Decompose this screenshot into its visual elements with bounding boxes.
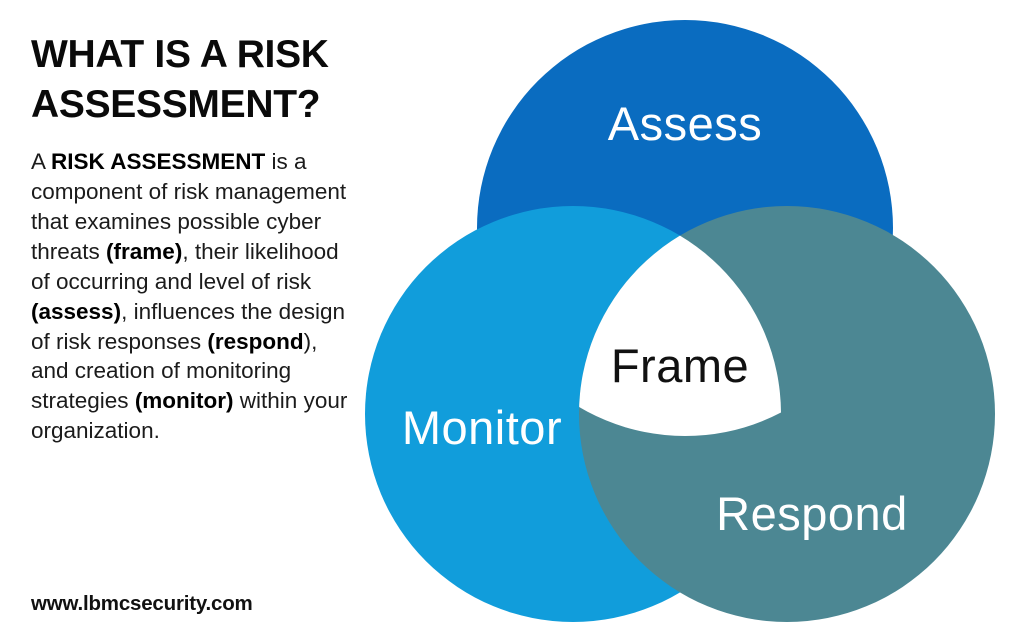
- body-text: A: [31, 149, 52, 175]
- body-emphasis: (frame): [106, 238, 183, 264]
- body-emphasis: (assess): [31, 298, 122, 324]
- venn-label-frame: Frame: [611, 339, 749, 392]
- venn-label-respond: Respond: [716, 487, 908, 540]
- venn-label-assess: Assess: [608, 97, 763, 150]
- body-text: , their likelihood of occurring and leve…: [31, 238, 339, 294]
- body-text: is a component of risk management that e…: [31, 149, 347, 264]
- text-column: WHAT IS A RISK ASSESSMENT? A RISK ASSESS…: [31, 30, 361, 446]
- page-title: WHAT IS A RISK ASSESSMENT?: [31, 33, 329, 126]
- body-emphasis: (respond: [207, 328, 304, 354]
- venn-label-monitor: Monitor: [402, 401, 562, 454]
- body-text: ), and creation of monitoring strategies: [31, 328, 318, 414]
- body-text: , influences the design of risk response…: [31, 298, 345, 354]
- body-text: within your organization.: [31, 388, 348, 444]
- body-emphasis: RISK ASSESSMENT: [51, 149, 266, 175]
- body-description: A RISK ASSESSMENT is a component of risk…: [31, 147, 361, 446]
- venn-center-cut: [579, 206, 781, 436]
- website-url[interactable]: www.lbmcsecurity.com: [31, 592, 253, 615]
- venn-center-region: [579, 206, 781, 436]
- body-emphasis: (monitor): [134, 388, 234, 414]
